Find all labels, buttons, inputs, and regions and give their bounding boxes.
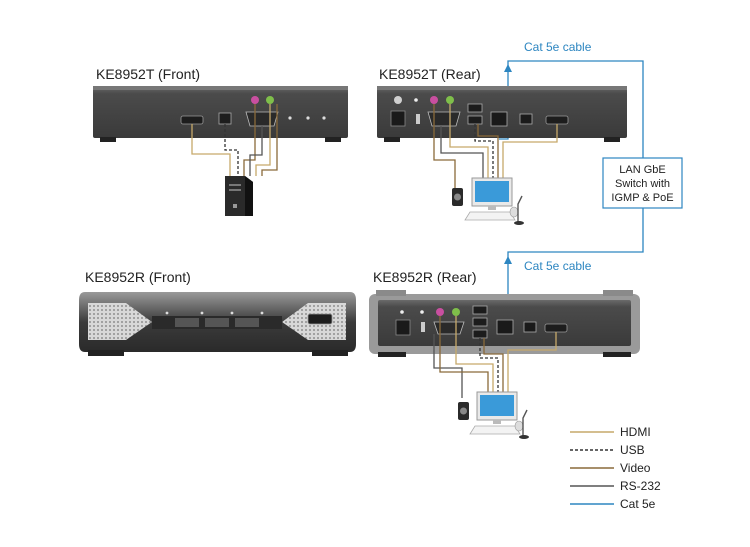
- tx-front-title: KE8952T (Front): [96, 66, 200, 82]
- arrow-head-icon: [504, 256, 512, 264]
- rs232-port-icon: [433, 321, 465, 335]
- switch-line-3: IGMP & PoE: [611, 192, 673, 204]
- audio-jack-icon: [251, 96, 259, 104]
- usb-port-icon: [472, 317, 488, 327]
- tx-rear-title: KE8952T (Rear): [379, 66, 481, 82]
- cat5e-cable-bottom: [507, 208, 644, 322]
- legend-item: Video: [570, 461, 651, 475]
- usb-port-icon: [472, 329, 488, 339]
- ke8952r-front-device: [79, 292, 356, 356]
- audio-jack-icon: [266, 96, 274, 104]
- rs232-port-icon: [427, 111, 461, 127]
- rs232-port-icon: [245, 111, 279, 127]
- ke8952t-front-device: [93, 86, 348, 142]
- lan-port-icon: [496, 319, 514, 335]
- hdmi-port-icon: [544, 323, 568, 333]
- audio-jack-icon: [446, 96, 454, 104]
- rx-front-title: KE8952R (Front): [85, 269, 191, 285]
- audio-jack-icon: [430, 96, 438, 104]
- usb-port-icon: [467, 103, 483, 113]
- sfp-port-icon: [519, 113, 533, 125]
- sfp-port-icon: [523, 321, 537, 333]
- audio-jack-icon: [436, 308, 444, 316]
- usb-port-icon: [218, 112, 232, 125]
- legend-item: HDMI: [570, 425, 651, 439]
- tx-front-cables: [191, 104, 278, 176]
- hdmi-port-icon: [307, 313, 333, 325]
- tx-rear-cables: [433, 104, 558, 192]
- legend-label: Cat 5e: [620, 497, 656, 511]
- power-jack-icon: [390, 110, 406, 127]
- legend-item: RS-232: [570, 479, 661, 493]
- legend-item: Cat 5e: [570, 497, 656, 511]
- usb-port-icon: [467, 115, 483, 125]
- switch-line-2: Switch with: [615, 178, 670, 190]
- legend-label: HDMI: [620, 425, 651, 439]
- bottom-cable-label: Cat 5e cable: [524, 259, 592, 273]
- power-button-icon: [394, 96, 402, 104]
- legend-label: USB: [620, 443, 645, 457]
- lan-switch-box: LAN GbE Switch with IGMP & PoE: [602, 157, 683, 209]
- ke8952t-rear-device: [377, 86, 627, 142]
- switch-line-1: LAN GbE: [619, 164, 665, 176]
- legend-item: USB: [570, 443, 645, 457]
- workstation-icon: [458, 391, 529, 439]
- top-cable-label: Cat 5e cable: [524, 40, 592, 54]
- audio-jack-icon: [452, 308, 460, 316]
- power-jack-icon: [395, 319, 411, 336]
- lan-port-icon: [490, 111, 508, 127]
- pc-tower-icon: [225, 176, 253, 216]
- rx-rear-title: KE8952R (Rear): [373, 269, 477, 285]
- legend-label: Video: [620, 461, 651, 475]
- arrow-head-icon: [504, 64, 512, 72]
- rx-rear-cables: [433, 316, 557, 398]
- hdmi-port-icon: [545, 115, 569, 125]
- workstation-icon: [452, 177, 524, 225]
- legend-label: RS-232: [620, 479, 661, 493]
- hdmi-port-icon: [180, 115, 204, 125]
- cat5e-cable-top: [499, 60, 644, 160]
- ke8952r-rear-device: [369, 290, 640, 357]
- usb-port-icon: [472, 305, 488, 315]
